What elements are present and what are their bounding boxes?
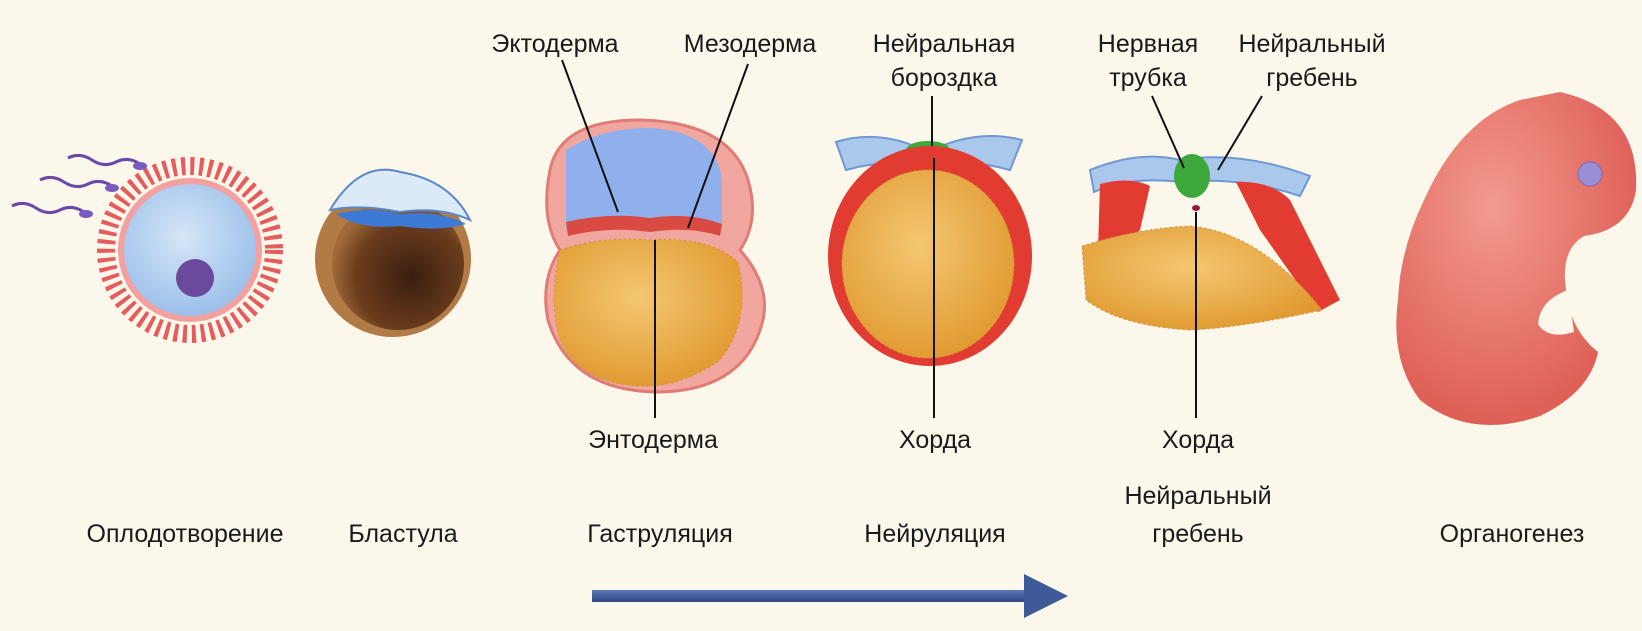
gastrula-cavity: [566, 128, 722, 228]
stage-gastrulation: Гаструляция: [587, 520, 733, 548]
neural-crest-illustration: [1082, 154, 1340, 330]
label-neural-tube-line1: Нервная: [1098, 30, 1198, 58]
embryo-body: [1396, 92, 1636, 425]
organogenesis-embryo-illustration: [1396, 92, 1636, 425]
stage-blastula: Бластула: [348, 520, 457, 548]
sperm-head: [79, 210, 93, 218]
neurula-yolk: [842, 170, 1014, 358]
stage-organogenesis: Органогенез: [1440, 520, 1585, 548]
label-ectoderm: Эктодерма: [491, 30, 618, 58]
egg-nucleus: [176, 259, 214, 297]
neural-tube: [1174, 154, 1210, 198]
embryo-eye: [1578, 162, 1602, 186]
label-neural-crest-top-line1: Нейральный: [1238, 30, 1385, 58]
sperm-cells: [12, 155, 140, 212]
stage-fertilization: Оплодотворение: [87, 520, 284, 548]
label-endoderm: Энтодерма: [588, 426, 718, 454]
neurula-illustration: [828, 136, 1032, 366]
label-neural-tube-line2: трубка: [1109, 64, 1187, 92]
fertilization-egg-illustration: [12, 155, 274, 334]
label-neural-crest-top-line2: гребень: [1266, 64, 1357, 92]
label-mesoderm: Мезодерма: [684, 30, 817, 58]
progression-arrow: [592, 574, 1068, 618]
blastula-illustration: [315, 170, 471, 337]
progression-arrow-head: [1024, 574, 1068, 618]
stage-neural-crest-line2: гребень: [1152, 520, 1243, 548]
progression-arrow-shaft: [592, 590, 1032, 602]
stage-neural-crest-line1: Нейральный: [1124, 482, 1271, 510]
stage-neurulation: Нейруляция: [864, 520, 1005, 548]
label-neural-groove-line1: Нейральная: [873, 30, 1016, 58]
label-chord-neurula: Хорда: [899, 426, 971, 454]
label-neural-groove-line2: бороздка: [891, 64, 998, 92]
neural-crest-notochord: [1192, 205, 1200, 211]
sperm-head: [105, 184, 119, 192]
label-chord-neural-crest: Хорда: [1162, 426, 1234, 454]
